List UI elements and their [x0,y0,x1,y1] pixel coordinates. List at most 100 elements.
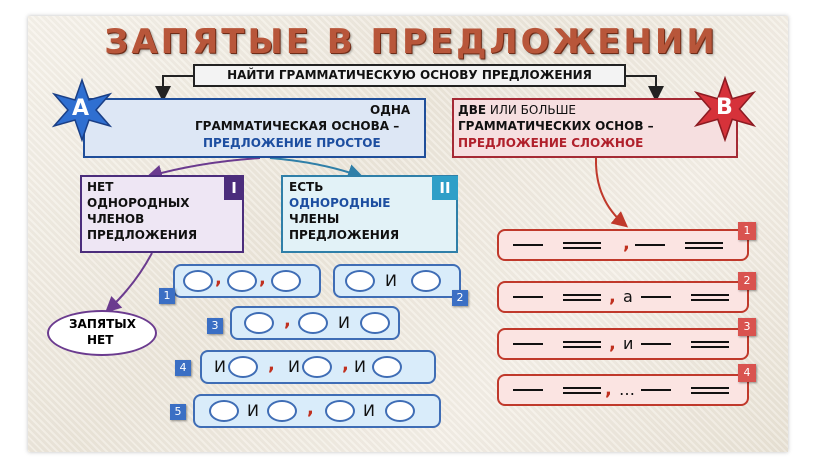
complex-scheme-2: , а [497,281,749,313]
scheme-4-comma: , [268,354,275,375]
no-commas-line1: ЗАПЯТЫХ [69,317,136,331]
subject-line [513,296,543,298]
predicate-line [563,299,601,301]
scheme-1-comma: , [259,268,266,289]
predicate-line [563,346,601,348]
scheme-3-comma: , [284,310,291,331]
scheme-2-circle [345,270,375,292]
scheme-3-circle [360,312,390,334]
no-homogeneous-box: НЕТ ОДНОРОДНЫХ ЧЛЕНОВ ПРЕДЛОЖЕНИЯ [80,175,244,253]
predicate-line [691,392,729,394]
scheme-1-circle [271,270,301,292]
box-a-line2: ГРАММАТИЧЕСКАЯ ОСНОВА – [195,119,400,133]
predicate-line [563,247,601,249]
scheme-1: , , [173,264,321,298]
find-grammatical-base-box: НАЙТИ ГРАММАТИЧЕСКУЮ ОСНОВУ ПРЕДЛОЖЕНИЯ [193,64,626,87]
box-i-line3: ЧЛЕНОВ [87,212,145,226]
arrow-to-ii [269,157,364,180]
complex-scheme-4: , … [497,374,749,406]
predicate-line [691,341,729,343]
scheme-5: И , И [193,394,441,428]
scheme-5-circle [209,400,239,422]
complex-sentence-box: ДВЕ ИЛИ БОЛЬШЕ ГРАММАТИЧЕСКИХ ОСНОВ – ПР… [452,98,738,158]
box-ii-line3: ЧЛЕНЫ [289,212,340,226]
box-i-line1: НЕТ [87,180,114,194]
scheme-5-and: И [363,401,375,420]
box-b-two: ДВЕ [458,103,487,117]
box-a-line3: ПРЕДЛОЖЕНИЕ ПРОСТОЕ [203,136,381,150]
roman-i-badge: I [224,176,244,200]
box-a-line1: ОДНА [370,103,411,117]
scheme-4-circle [372,356,402,378]
page-title: ЗАПЯТЫЕ В ПРЕДЛОЖЕНИИ [104,22,718,62]
arrow-to-no-commas [105,252,153,313]
scheme-4-circle [302,356,332,378]
scheme-1-circle [227,270,257,292]
predicate-line [563,387,601,389]
scheme-2-number: 2 [452,290,468,306]
no-commas-line2: НЕТ [87,333,114,347]
scheme-2: И [333,264,461,298]
scheme-4-number: 4 [175,360,191,376]
scheme-3-circle [244,312,274,334]
predicate-line [563,392,601,394]
predicate-line [691,387,729,389]
complex-scheme-2-number: 2 [738,272,756,290]
scheme-4-and: И [288,357,300,376]
arrow-to-b [626,75,664,102]
scheme-5-number: 5 [170,404,186,420]
complex-2-comma: , [609,286,616,307]
box-b-line3: ПРЕДЛОЖЕНИЕ СЛОЖНОЕ [458,136,644,150]
predicate-line [691,346,729,348]
scheme-1-circle [183,270,213,292]
complex-scheme-1: , [497,229,749,261]
scheme-5-circle [385,400,415,422]
predicate-line [563,294,601,296]
box-ii-line4: ПРЕДЛОЖЕНИЯ [289,228,400,242]
complex-4-ellipsis: … [619,380,635,399]
complex-scheme-3-number: 3 [738,318,756,336]
subject-line [635,244,665,246]
predicate-line [685,247,723,249]
scheme-3-number: 3 [207,318,223,334]
scheme-5-and: И [247,401,259,420]
scheme-3: , И [230,306,400,340]
predicate-line [563,242,601,244]
complex-scheme-4-number: 4 [738,364,756,382]
arrow-to-a [155,75,193,102]
subject-line [513,389,543,391]
scheme-2-circle [411,270,441,292]
homogeneous-box: ЕСТЬ ОДНОРОДНЫЕ ЧЛЕНЫ ПРЕДЛОЖЕНИЯ [281,175,458,253]
predicate-line [685,242,723,244]
subject-line [641,389,671,391]
complex-4-comma: , [605,379,612,400]
scheme-5-comma: , [307,398,314,419]
no-commas-ellipse: ЗАПЯТЫХ НЕТ [47,310,157,356]
box-b-line1: ДВЕ ИЛИ БОЛЬШЕ [458,103,576,118]
scheme-1-comma: , [215,268,222,289]
complex-2-conj: а [623,287,633,306]
complex-1-comma: , [623,233,630,254]
subject-line [641,343,671,345]
complex-3-conj: и [623,334,634,353]
star-b-label: В [716,95,733,120]
box-i-line4: ПРЕДЛОЖЕНИЯ [87,228,198,242]
predicate-line [563,341,601,343]
arrow-to-complex [594,157,629,228]
box-b-or-more: ИЛИ БОЛЬШЕ [486,103,576,117]
simple-sentence-box: ОДНА ГРАММАТИЧЕСКАЯ ОСНОВА – ПРЕДЛОЖЕНИЕ… [83,98,426,158]
star-b-icon [693,76,757,142]
complex-3-comma: , [609,333,616,354]
subject-line [513,343,543,345]
star-a-label: А [72,96,90,121]
scheme-5-circle [325,400,355,422]
scheme-5-circle [267,400,297,422]
subject-line [641,296,671,298]
arrow-to-i [146,157,261,181]
box-b-line2: ГРАММАТИЧЕСКИХ ОСНОВ – [458,119,654,133]
scheme-4-and: И [214,357,226,376]
subject-line [513,244,543,246]
scheme-4-comma: , [342,354,349,375]
